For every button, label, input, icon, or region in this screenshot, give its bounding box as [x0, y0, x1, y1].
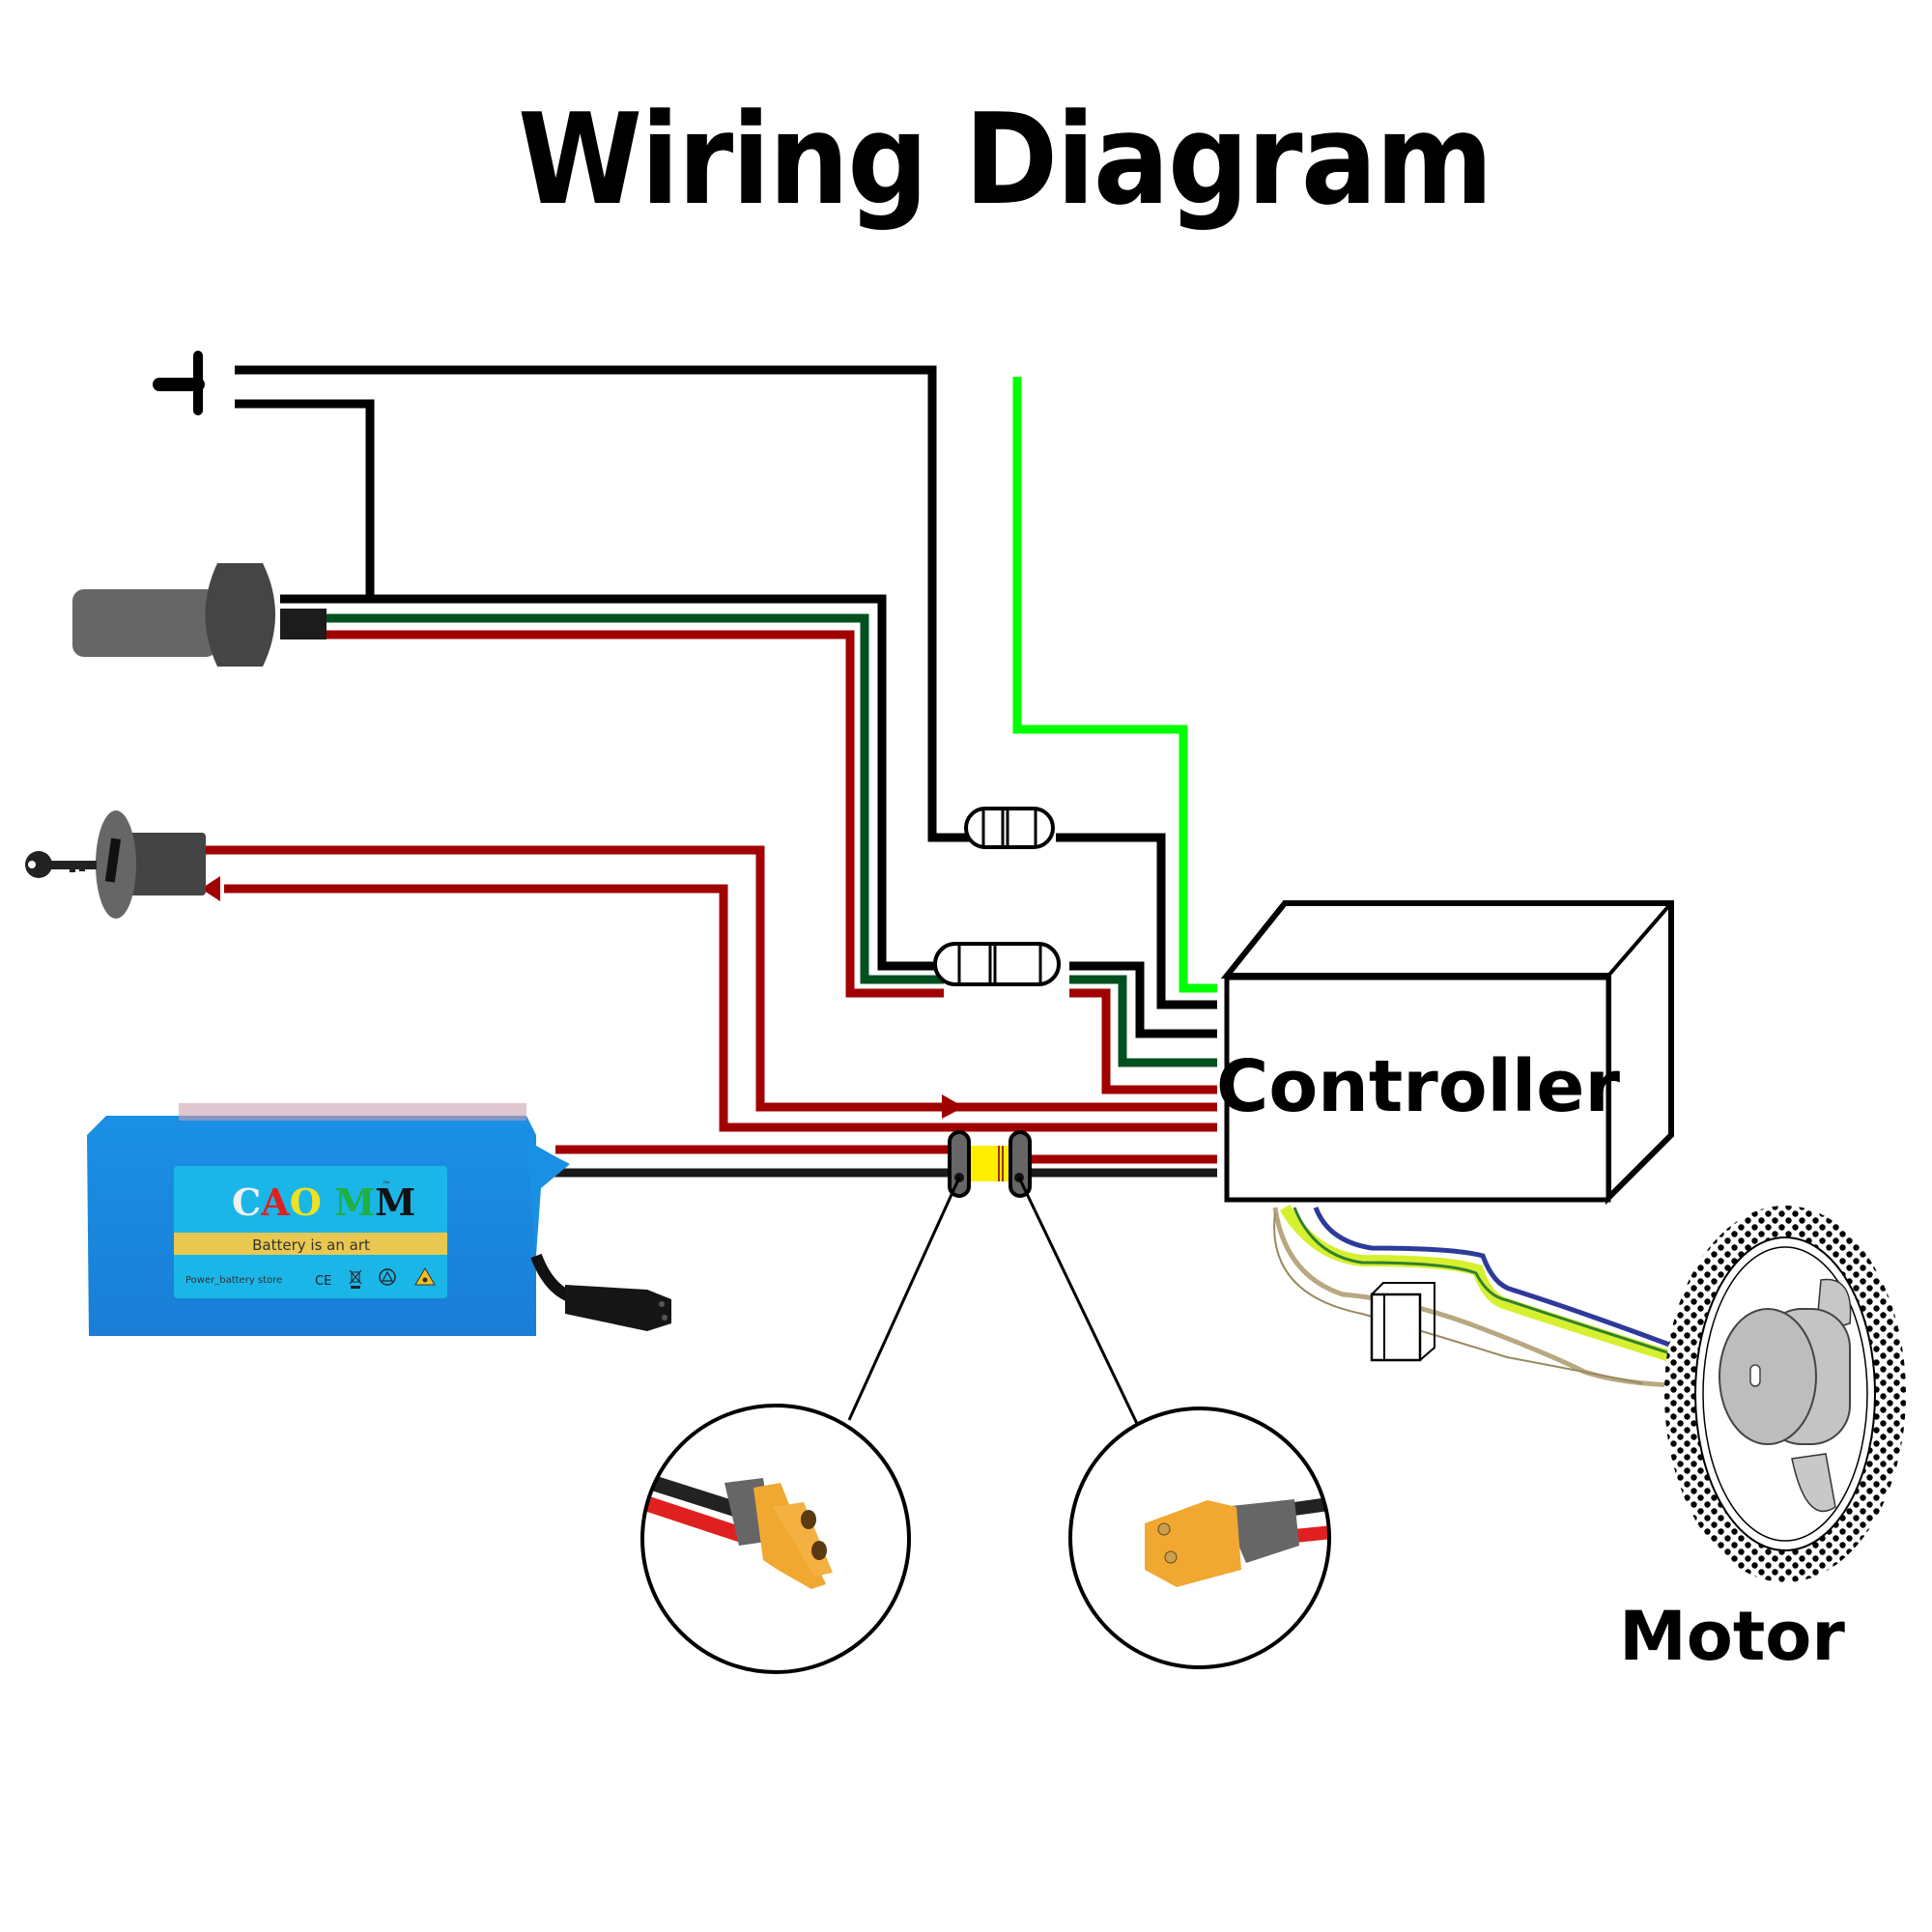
brand-letter: M: [334, 1180, 375, 1224]
wire-brake-black-1b: [1056, 833, 1217, 1009]
controller-label: Controller: [1216, 1045, 1620, 1128]
battery-store: Power_battery store: [185, 1275, 282, 1286]
wire-bright-green: [1012, 377, 1217, 993]
callout-line-female: [847, 1177, 961, 1421]
hall-sensor-connector: [1370, 1282, 1435, 1362]
brand-letter: [322, 1180, 334, 1224]
battery-slogan: Battery is an art: [252, 1236, 370, 1254]
male-housing: [1222, 1499, 1299, 1563]
throttle-grip: [72, 563, 327, 667]
brand-letter: C: [232, 1180, 261, 1224]
callout-line-male: [1017, 1177, 1142, 1431]
slogan-band: [174, 1233, 447, 1255]
wire-throttle-black: [280, 594, 944, 971]
brand-letter: A: [260, 1180, 290, 1224]
wires: [205, 365, 1217, 1178]
charger-xlr-plug: [565, 1285, 671, 1331]
wire-key-red-2: [224, 884, 1217, 1132]
trademark: ™: [382, 1180, 391, 1191]
brand-letter: M: [375, 1180, 415, 1224]
wire-throttle-green-b: [1069, 975, 1217, 1067]
recycle-icon: [379, 1268, 396, 1286]
wire-throttle-black-b: [1069, 961, 1217, 1038]
throttle-inline-connector: [933, 942, 1061, 986]
wire-throttle-red-b: [1069, 988, 1217, 1094]
battery-wire-boot: [526, 1140, 570, 1256]
arrow-left-icon: [201, 876, 220, 901]
battery-brand: CAO MM: [232, 1180, 415, 1224]
motor-label: Motor: [1619, 1597, 1845, 1676]
xt60-male-callout: [1068, 1406, 1331, 1669]
ce-mark-icon: CE: [315, 1274, 331, 1289]
wire-brake-black-2: [235, 399, 375, 599]
warning-flame-icon: [414, 1267, 436, 1286]
throttle-knob: [205, 563, 275, 667]
arrow-right-icon: [942, 1094, 964, 1119]
brake-inline-connector: [964, 807, 1055, 849]
battery-label: [174, 1166, 447, 1298]
title-text: Wiring Diagram: [517, 86, 1493, 233]
xt60-inline-pair: [847, 1130, 1142, 1431]
wire-throttle-red: [327, 630, 944, 998]
battery-pack: CAO MM ™ Battery is an art Power_battery…: [87, 1103, 671, 1336]
brand-letter: O: [290, 1180, 322, 1224]
motor-hub-wheel: Motor: [1619, 1206, 1906, 1676]
key-icon: [25, 851, 97, 878]
controller: Controller: [1216, 900, 1674, 1206]
key-switch: [25, 810, 206, 919]
wire-key-red-1: [205, 845, 1217, 1112]
wire-throttle-green: [327, 613, 944, 984]
motor-cable: [1272, 1204, 1760, 1389]
diagram-title: Wiring Diagram: [0, 97, 1932, 222]
xt60-female-callout: [640, 1404, 911, 1674]
weee-bin-icon: [349, 1269, 362, 1289]
wire-brake-black-1: [235, 365, 976, 842]
brake-switch: [153, 351, 205, 415]
